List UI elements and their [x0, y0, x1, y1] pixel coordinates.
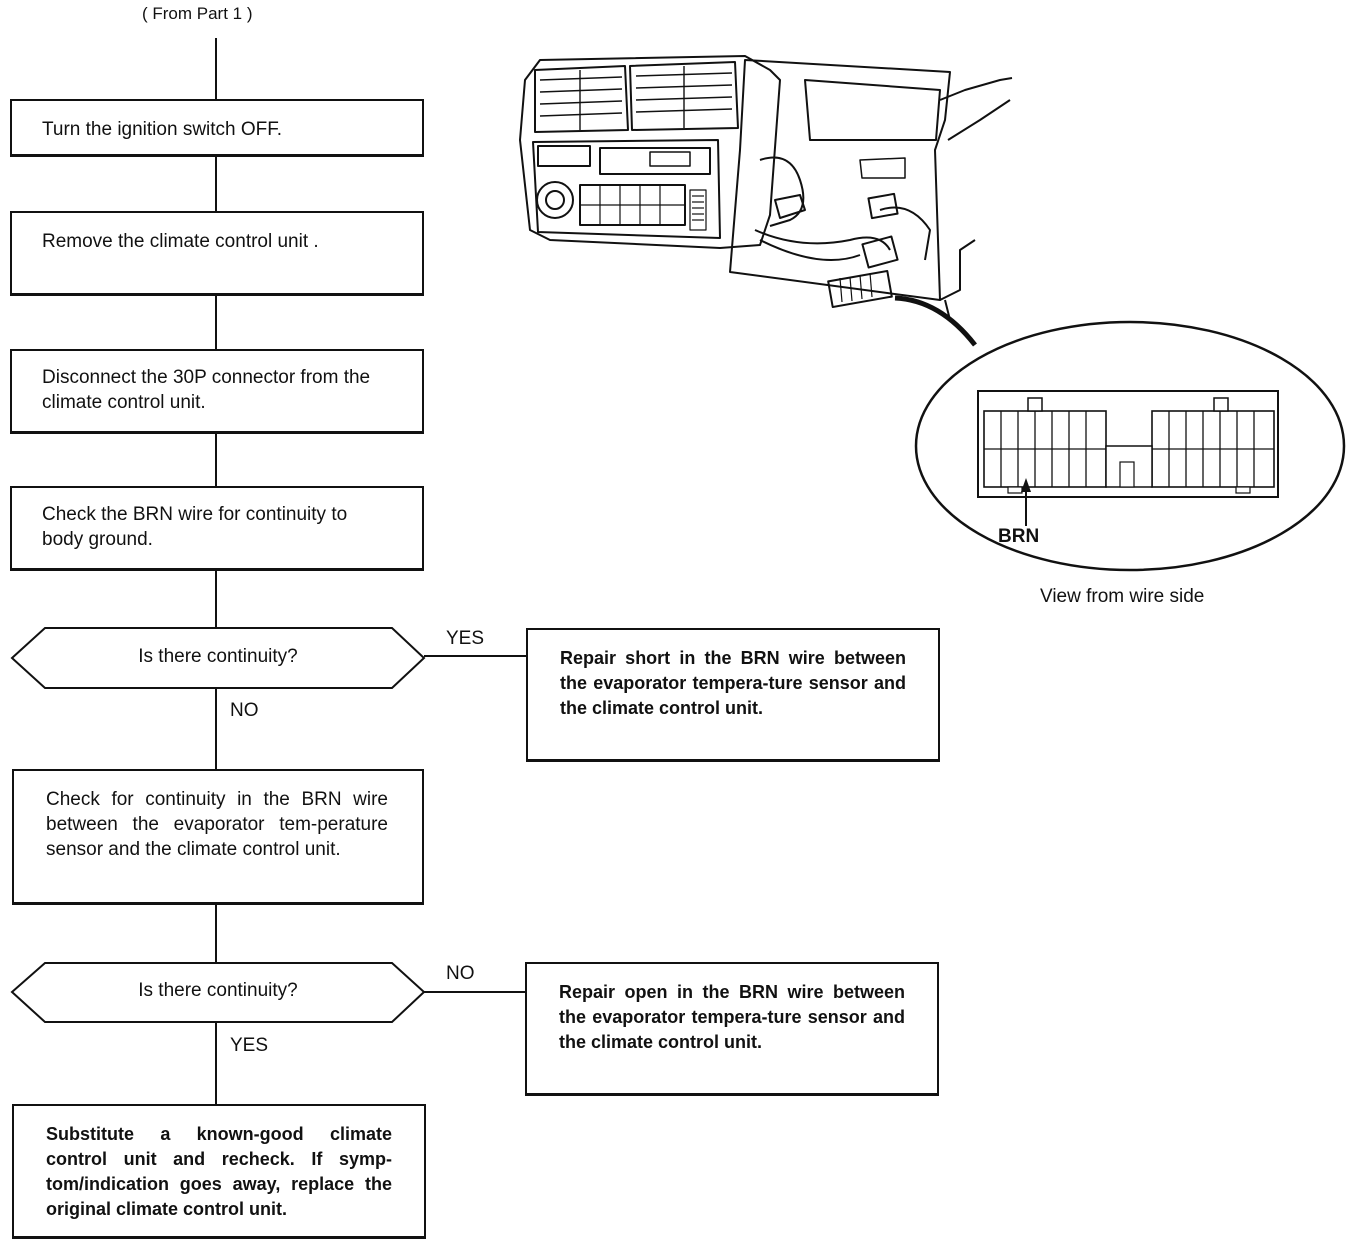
left-vent — [534, 65, 629, 133]
connector-plug-a — [867, 192, 899, 220]
glovebox-panel — [804, 79, 941, 141]
decision-2-yes-label: YES — [230, 1035, 269, 1056]
knob — [536, 181, 574, 219]
decision-2-shape — [10, 962, 426, 1023]
from-part-label: ( From Part 1 ) — [142, 4, 253, 23]
decision-2-no-label: NO — [446, 963, 475, 984]
final-step-box: Substitute a known-good climate control … — [12, 1104, 426, 1239]
decision-1-yes-label: YES — [446, 628, 485, 649]
cassette-slot — [599, 147, 711, 175]
30p-connector — [827, 269, 893, 309]
decision-1-shape — [10, 627, 426, 689]
dash-center-panel — [519, 55, 781, 249]
repair-short-box: Repair short in the BRN wire between the… — [526, 628, 940, 762]
step-2-box: Remove the climate control unit . — [10, 211, 424, 296]
decision-1-question: Is there continuity? — [138, 646, 298, 667]
connector-plug-b — [861, 235, 899, 269]
leader-line — [894, 295, 977, 347]
control-panel — [532, 139, 721, 239]
decision-1-no-label: NO — [230, 700, 259, 721]
dash-cavity — [729, 59, 951, 301]
brn-arrowhead — [1021, 478, 1031, 492]
brn-wire-label: BRN — [998, 526, 1040, 547]
decision-2-question: Is there continuity? — [138, 980, 298, 1001]
repair-open-box: Repair open in the BRN wire between the … — [525, 962, 939, 1096]
display-window — [537, 145, 591, 167]
dash-edge — [939, 77, 1013, 101]
view-caption: View from wire side — [1040, 586, 1205, 607]
step-3-box: Disconnect the 30P connector from the cl… — [10, 349, 424, 434]
connector-plug-c — [774, 194, 806, 219]
right-vent — [629, 61, 739, 131]
step-5-box: Check for continuity in the BRN wire bet… — [12, 769, 424, 905]
wire-harness — [759, 156, 805, 227]
step-1-box: Turn the ignition switch OFF. — [10, 99, 424, 157]
step-4-box: Check the BRN wire for continuity to bod… — [10, 486, 424, 571]
